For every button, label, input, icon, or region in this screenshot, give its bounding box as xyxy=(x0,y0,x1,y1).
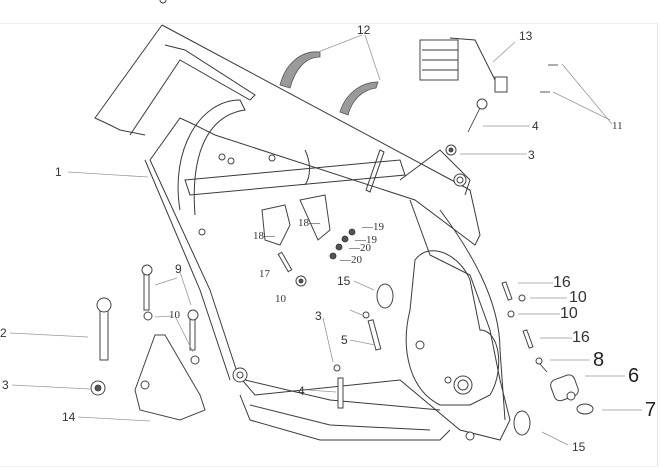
callout-15: 15 xyxy=(572,440,586,454)
callout-16: 16 xyxy=(572,329,590,346)
callout-6: 6 xyxy=(628,365,640,387)
callout-2: 2 xyxy=(0,326,7,340)
callout-4: 4 xyxy=(532,119,539,133)
callout-18: 18— xyxy=(298,217,320,229)
callout-15: 15 xyxy=(337,274,351,288)
callout-18: 18— xyxy=(253,230,275,242)
callout-8: 8 xyxy=(593,349,605,371)
callout-19: —19 xyxy=(355,234,377,246)
callout-1: 1 xyxy=(55,165,62,179)
other-parts xyxy=(134,0,594,436)
callout-13: 13 xyxy=(519,29,533,43)
callout-10: 10 xyxy=(560,305,578,322)
part-12-chain-guides xyxy=(279,51,379,116)
part-13-regulator xyxy=(419,37,508,93)
callout-5: 5 xyxy=(341,333,348,347)
callout-7: 7 xyxy=(645,399,657,421)
callout-10: 10 xyxy=(569,289,587,306)
callout-3: 3 xyxy=(2,378,9,392)
main-frame xyxy=(94,24,511,441)
callout-16: 16 xyxy=(553,274,571,291)
callout-17: 17 xyxy=(259,268,270,280)
callout-3: 3 xyxy=(528,148,535,162)
leader-lines xyxy=(9,34,642,446)
callout-19: —19 xyxy=(362,221,384,233)
callout-20: —20 xyxy=(340,254,362,266)
callout-4: 4 xyxy=(298,384,305,398)
callout-10: 10 xyxy=(275,293,286,305)
callout-11: 11 xyxy=(612,120,623,132)
diagram-border xyxy=(0,23,658,467)
callout-10: 10 xyxy=(169,309,180,321)
callout-14: 14 xyxy=(62,410,76,424)
callout-3: 3 xyxy=(315,309,322,323)
callout-9: 9 xyxy=(175,262,182,276)
fasteners xyxy=(90,64,558,409)
callout-12: 12 xyxy=(357,23,371,37)
callout-20: —20 xyxy=(349,242,371,254)
